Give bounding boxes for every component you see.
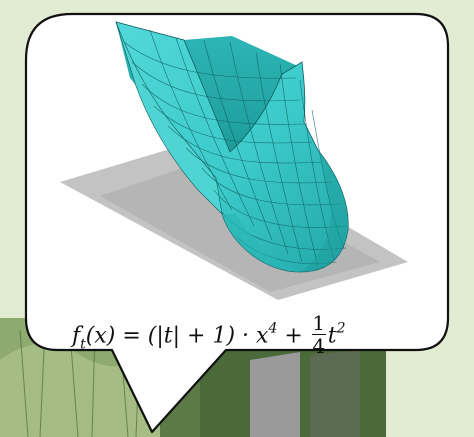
surface-plot <box>115 21 349 273</box>
frame-edge <box>458 0 474 437</box>
